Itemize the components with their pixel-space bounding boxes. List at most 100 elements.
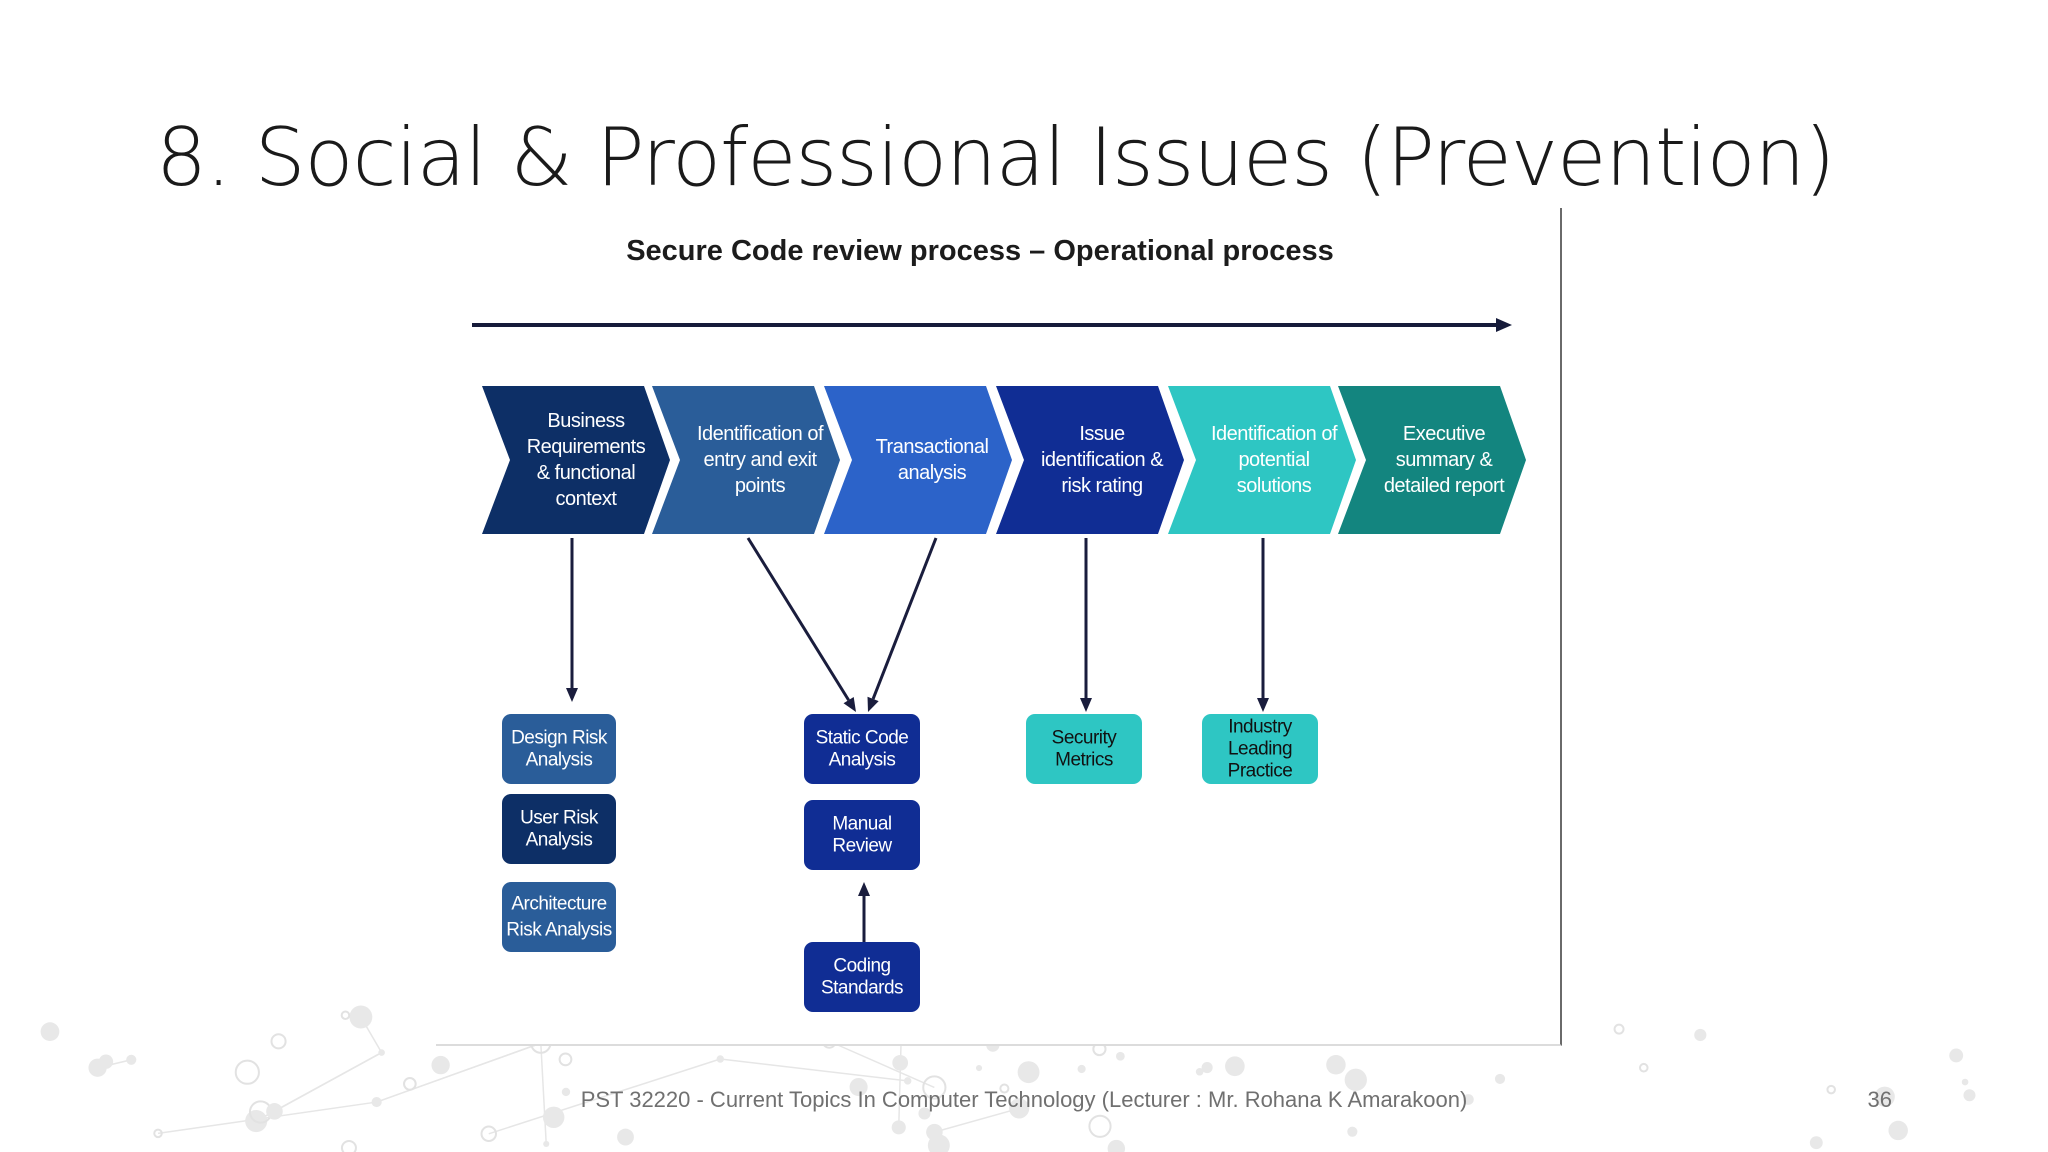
network-node <box>1888 1120 1908 1141</box>
box-label: Standards <box>821 978 903 999</box>
network-node <box>378 1049 385 1056</box>
box-label: Practice <box>1228 761 1293 782</box>
slide-title: 8. Social & Professional Issues (Prevent… <box>156 111 1835 204</box>
network-node <box>1638 1062 1649 1073</box>
network-node <box>1961 1078 1969 1086</box>
box-label: Design Risk <box>511 728 608 749</box>
step-label: solutions <box>1237 475 1312 497</box>
network-node <box>617 1128 634 1146</box>
box-shape <box>1026 714 1142 784</box>
diagram-figure: Secure Code review process – Operational… <box>436 208 1562 1046</box>
box-label: Metrics <box>1055 750 1113 771</box>
network-link <box>274 1051 382 1113</box>
box-label: Risk Analysis <box>506 920 611 941</box>
network-node <box>431 1055 450 1075</box>
step-chevron <box>824 386 1012 534</box>
slide-footer: PST 32220 - Current Topics In Computer T… <box>580 1087 1468 1112</box>
step-label: potential <box>1238 449 1309 471</box>
network-node <box>1225 1056 1245 1077</box>
network-link <box>540 1043 547 1144</box>
network-node <box>1874 1086 1895 1107</box>
step-executive-summary: Executive summary & detailed report <box>1338 386 1526 534</box>
step-label: summary & <box>1396 449 1494 471</box>
network-node <box>918 1107 931 1120</box>
network-node <box>371 1096 382 1108</box>
network-node <box>999 1083 1010 1094</box>
box-shape <box>804 800 920 870</box>
network-node <box>1462 1094 1474 1105</box>
arrow-business-to-design <box>566 538 578 702</box>
secure-code-review-diagram: Secure Code review process – Operational… <box>472 235 1526 1012</box>
network-node <box>558 1052 573 1067</box>
network-node <box>561 1087 571 1097</box>
network-node <box>1017 1061 1040 1084</box>
box-shape <box>502 714 616 784</box>
box-label: Analysis <box>526 830 593 851</box>
box-label: Analysis <box>526 750 593 771</box>
step-label: detailed report <box>1384 475 1505 497</box>
step-chevron <box>482 386 670 534</box>
network-link <box>157 1101 377 1135</box>
network-node <box>1347 1126 1358 1137</box>
step-label: Executive <box>1403 423 1486 445</box>
diagram-heading: Secure Code review process – Operational… <box>626 235 1334 267</box>
network-node <box>1201 1061 1213 1074</box>
network-node <box>922 1075 947 1100</box>
network-node <box>716 1055 724 1063</box>
network-node <box>1494 1073 1506 1084</box>
step-label: risk rating <box>1061 475 1142 497</box>
step-label: Identification of <box>1211 423 1338 445</box>
network-node <box>234 1059 260 1085</box>
step-label: entry and exit <box>703 449 817 471</box>
box-label: Industry <box>1228 717 1293 738</box>
network-link <box>488 1058 721 1135</box>
network-link <box>720 1058 908 1082</box>
network-node <box>1344 1068 1367 1091</box>
network-node <box>849 1077 868 1097</box>
box-shape <box>804 942 920 1012</box>
step-label: Requirements <box>527 436 646 458</box>
network-node <box>270 1033 287 1050</box>
box-label: Analysis <box>829 750 896 771</box>
network-node <box>403 1077 417 1091</box>
network-node <box>266 1103 283 1120</box>
network-link <box>828 1040 935 1089</box>
step-label: points <box>735 475 786 497</box>
arrow-transactional-to-static <box>867 537 938 712</box>
network-node <box>98 1054 114 1069</box>
network-node <box>1088 1114 1112 1138</box>
network-node <box>1077 1064 1086 1074</box>
network-node <box>349 1005 373 1029</box>
step-chevron <box>1338 386 1526 534</box>
box-label: Coding <box>833 956 890 977</box>
network-node <box>340 1139 357 1152</box>
box-shape <box>1202 714 1318 784</box>
step-label: context <box>556 488 618 510</box>
step-chevron <box>652 386 840 534</box>
box-label: Leading <box>1228 739 1292 760</box>
step-label: Transactional <box>876 436 989 458</box>
step-entry-exit-points: Identification of entry and exit points <box>652 386 840 534</box>
step-chevron <box>996 386 1184 534</box>
network-node <box>1963 1089 1976 1102</box>
network-node <box>480 1125 497 1143</box>
step-chevron <box>1168 386 1356 534</box>
box-shape <box>502 882 616 952</box>
step-label: analysis <box>898 462 967 484</box>
network-node <box>903 1077 912 1085</box>
step-label: & functional <box>537 462 636 484</box>
step-label: Issue <box>1079 423 1125 445</box>
arrow-coding-to-manual <box>858 882 870 942</box>
network-node <box>1809 1136 1823 1150</box>
box-label: Review <box>832 836 892 857</box>
network-link <box>934 1107 1020 1133</box>
step-label: Identification of <box>697 423 824 445</box>
network-node <box>126 1054 137 1065</box>
